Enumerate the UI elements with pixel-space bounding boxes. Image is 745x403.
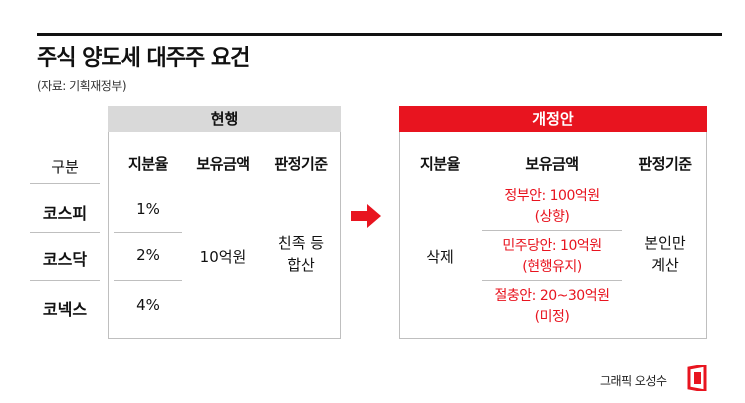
proposal-democratic-line1: 민주당안: 10억원 bbox=[502, 238, 602, 254]
current-header: 현행 bbox=[108, 106, 341, 132]
market-kospi: 코스피 bbox=[42, 204, 88, 223]
proposal-democratic-line2: (현행유지) bbox=[522, 259, 582, 275]
page-title: 주식 양도세 대주주 요건 bbox=[37, 46, 250, 71]
revised-col-holding-amount: 보유금액 bbox=[525, 155, 579, 173]
market-kosdaq: 코스닥 bbox=[42, 250, 88, 269]
cell-separator bbox=[482, 230, 622, 231]
brand-logo-icon bbox=[687, 365, 707, 391]
current-criteria-line1: 친족 등 bbox=[277, 234, 325, 252]
revised-criteria-line1: 본인만 bbox=[644, 234, 686, 252]
revised-criteria-line2: 계산 bbox=[651, 256, 679, 274]
proposal-government-line1: 정부안: 100억원 bbox=[504, 188, 600, 204]
proposal-compromise-line2: (미정) bbox=[534, 309, 570, 325]
revised-col-criteria: 판정기준 bbox=[638, 155, 692, 173]
revised-col-share-ratio: 지분율 bbox=[420, 155, 460, 173]
source-note: (자료: 기획재정부) bbox=[37, 79, 127, 93]
proposal-government-line2: (상향) bbox=[534, 209, 570, 225]
current-ratio-konex: 4% bbox=[136, 296, 160, 314]
current-ratio-kospi: 1% bbox=[136, 200, 160, 218]
cell-separator bbox=[114, 280, 182, 281]
cell-separator bbox=[482, 280, 622, 281]
current-col-criteria: 판정기준 bbox=[274, 155, 328, 173]
row-separator bbox=[30, 183, 100, 184]
revised-share-ratio: 삭제 bbox=[426, 248, 454, 266]
row-separator bbox=[30, 280, 100, 281]
right-arrow-icon bbox=[351, 204, 381, 228]
current-col-holding-amount: 보유금액 bbox=[196, 155, 250, 173]
row-header-label: 구분 bbox=[51, 158, 79, 176]
graphic-credit: 그래픽 오성수 bbox=[600, 374, 667, 388]
title-rule bbox=[37, 33, 722, 36]
revised-header: 개정안 bbox=[399, 106, 707, 132]
row-separator bbox=[30, 232, 100, 233]
current-col-share-ratio: 지분율 bbox=[128, 155, 168, 173]
market-konex: 코넥스 bbox=[42, 300, 88, 319]
current-ratio-kosdaq: 2% bbox=[136, 246, 160, 264]
current-criteria-line2: 합산 bbox=[287, 256, 315, 274]
cell-separator bbox=[114, 232, 182, 233]
current-holding-amount: 10억원 bbox=[199, 248, 247, 266]
proposal-compromise-line1: 절충안: 20~30억원 bbox=[494, 288, 610, 304]
